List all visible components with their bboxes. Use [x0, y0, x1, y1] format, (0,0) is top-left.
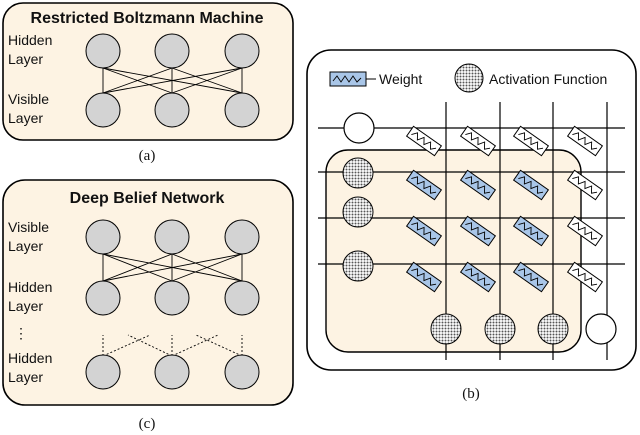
dbn-visible-nodes	[85, 219, 260, 255]
weight-cell	[405, 261, 443, 293]
panel-c-title: Deep Belief Network	[70, 190, 225, 207]
caption-a: (a)	[139, 148, 156, 164]
zigzag-weight-icon	[329, 71, 376, 87]
panel-a-visible-label-1: Visible	[8, 91, 49, 107]
rbm-connections	[102, 67, 243, 94]
visible-activation-nodes	[342, 157, 374, 282]
rbm-region	[325, 149, 582, 353]
weight-cell	[566, 169, 604, 201]
weight-cell	[512, 261, 550, 293]
panel-a-visible-label-2: Layer	[8, 110, 43, 126]
weight-cell	[405, 215, 443, 247]
panel-c-ellipsis: ⋮	[14, 325, 28, 341]
rbm-hidden-nodes	[85, 33, 260, 69]
panel-c-hidden1-label-2: Layer	[8, 298, 43, 314]
weight-cell	[459, 261, 497, 293]
hidden-activation-nodes	[430, 313, 569, 345]
dbn-connections	[102, 253, 243, 282]
weight-cell	[512, 215, 550, 247]
panel-c-hidden2-label-2: Layer	[8, 369, 43, 385]
legend-weight: Weight	[329, 71, 422, 87]
dotted-activation-icon	[454, 63, 484, 93]
panel-a-hidden-label-2: Layer	[8, 51, 43, 67]
panel-c-visible-label-1: Visible	[8, 219, 49, 235]
dbn-hidden2-nodes	[85, 354, 260, 390]
panel-a: Restricted Boltzmann Machine Hidden Laye…	[2, 2, 294, 141]
panel-a-title: Restricted Boltzmann Machine	[31, 10, 264, 27]
weight-cell	[459, 215, 497, 247]
panel-b: Weight Activation Function	[306, 49, 637, 371]
weight-cell	[405, 169, 443, 201]
legend-activation: Activation Function	[454, 63, 607, 93]
weight-cell	[459, 125, 497, 157]
weight-cell	[512, 169, 550, 201]
caption-b: (b)	[462, 386, 480, 402]
panel-a-hidden-label-1: Hidden	[8, 32, 52, 48]
weight-cells	[405, 125, 604, 293]
panel-c-visible-label-2: Layer	[8, 238, 43, 254]
dbn-hidden1-nodes	[85, 280, 260, 316]
panel-c-hidden1-label-1: Hidden	[8, 279, 52, 295]
weight-cell	[566, 215, 604, 247]
weight-cell	[566, 261, 604, 293]
weight-cell	[405, 125, 443, 157]
weight-cell	[512, 125, 550, 157]
panel-c: Deep Belief Network Visible Layer Hidden…	[2, 179, 294, 406]
weight-cell	[566, 125, 604, 157]
rbm-visible-nodes	[85, 92, 260, 128]
panel-c-hidden2-label-1: Hidden	[8, 350, 52, 366]
weight-cell	[459, 169, 497, 201]
legend-activation-label: Activation Function	[489, 71, 607, 87]
bias-node-top	[343, 112, 375, 144]
dbn-dashed-connections	[102, 334, 243, 357]
legend-weight-label: Weight	[379, 71, 422, 87]
bias-node-bottom	[585, 313, 617, 345]
caption-c: (c)	[139, 416, 156, 432]
